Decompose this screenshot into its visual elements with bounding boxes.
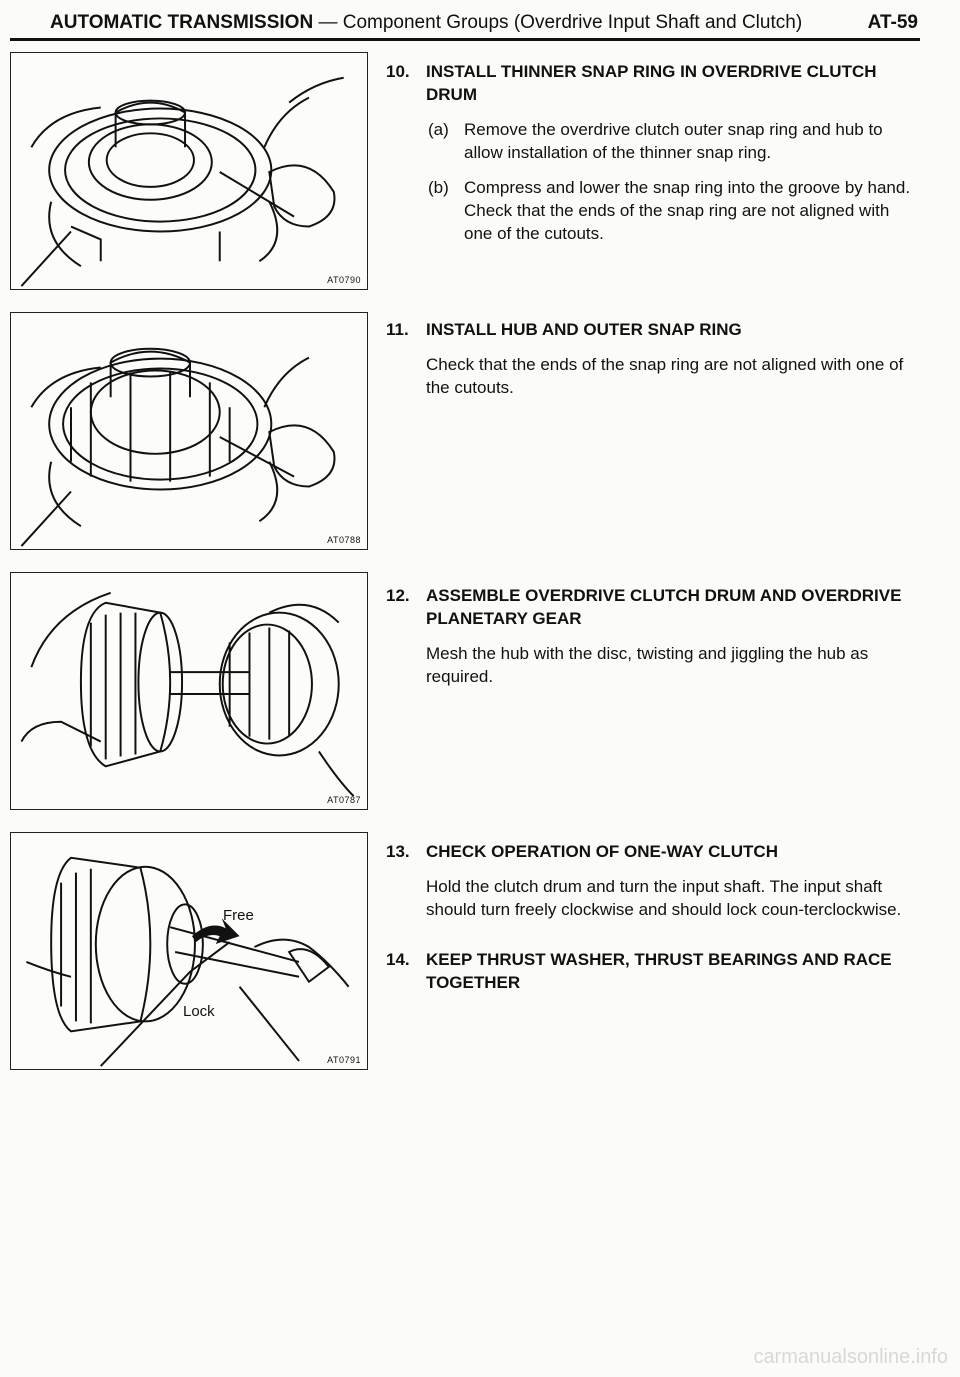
hub-illustration bbox=[20, 347, 336, 547]
step-number: 11. bbox=[386, 320, 409, 339]
page-header: AUTOMATIC TRANSMISSION — Component Group… bbox=[50, 8, 918, 38]
header-subtitle: — Component Groups (Overdrive Input Shaf… bbox=[313, 12, 803, 33]
step-title: INSTALL THINNER SNAP RING IN OVERDRIVE C… bbox=[426, 62, 877, 104]
step-body: Mesh the hub with the disc, twisting and… bbox=[426, 644, 869, 686]
substep-text: Remove the overdrive clutch outer snap r… bbox=[464, 120, 883, 162]
label-lock: Lock bbox=[183, 1003, 215, 1020]
substep-label: (b) bbox=[428, 178, 449, 197]
one-way-clutch-illustration bbox=[26, 856, 350, 1067]
step-title: INSTALL HUB AND OUTER SNAP RING bbox=[426, 320, 742, 339]
figure-hub-snap-ring: AT0788 bbox=[10, 312, 368, 550]
snap-ring-illustration bbox=[20, 76, 344, 287]
header-section: AUTOMATIC TRANSMISSION bbox=[50, 12, 314, 33]
step-number: 12. bbox=[386, 586, 410, 605]
figure-code: AT0787 bbox=[327, 795, 361, 805]
step-title: ASSEMBLE OVERDRIVE CLUTCH DRUM AND OVERD… bbox=[426, 586, 902, 628]
step-title: KEEP THRUST WASHER, THRUST BEARINGS AND … bbox=[426, 950, 892, 992]
step-12: 12. ASSEMBLE OVERDRIVE CLUTCH DRUM AND O… bbox=[386, 584, 922, 688]
substep-b: (b) Compress and lower the snap ring int… bbox=[426, 176, 922, 245]
watermark-text: carmanualsonline.info bbox=[753, 1346, 948, 1368]
page-number: AT-59 bbox=[867, 12, 918, 33]
step-body: Check that the ends of the snap ring are… bbox=[426, 355, 904, 397]
step-number: 10. bbox=[386, 62, 410, 81]
figure-code: AT0790 bbox=[327, 275, 361, 285]
substep-label: (a) bbox=[428, 120, 449, 139]
figure-one-way-clutch: Free Lock AT0791 bbox=[10, 832, 368, 1070]
step-number: 14. bbox=[386, 950, 410, 969]
figure-planetary-gear: AT0787 bbox=[10, 572, 368, 810]
figure-code: AT0791 bbox=[327, 1055, 361, 1065]
step-13: 13. CHECK OPERATION OF ONE-WAY CLUTCH Ho… bbox=[386, 840, 922, 921]
figure-code: AT0788 bbox=[327, 535, 361, 545]
step-14: 14. KEEP THRUST WASHER, THRUST BEARINGS … bbox=[386, 948, 922, 994]
substep-text: Compress and lower the snap ring into th… bbox=[464, 178, 911, 243]
step-body: Hold the clutch drum and turn the input … bbox=[426, 877, 902, 919]
header-rule bbox=[10, 38, 920, 41]
planetary-gear-illustration bbox=[20, 591, 355, 797]
step-title: CHECK OPERATION OF ONE-WAY CLUTCH bbox=[426, 842, 778, 861]
label-free: Free bbox=[223, 907, 254, 924]
step-number: 13. bbox=[386, 842, 410, 861]
step-11: 11. INSTALL HUB AND OUTER SNAP RING Chec… bbox=[386, 318, 922, 399]
figure-snap-ring: AT0790 bbox=[10, 52, 368, 290]
step-10: 10. INSTALL THINNER SNAP RING IN OVERDRI… bbox=[386, 60, 922, 245]
substep-a: (a) Remove the overdrive clutch outer sn… bbox=[426, 118, 922, 164]
